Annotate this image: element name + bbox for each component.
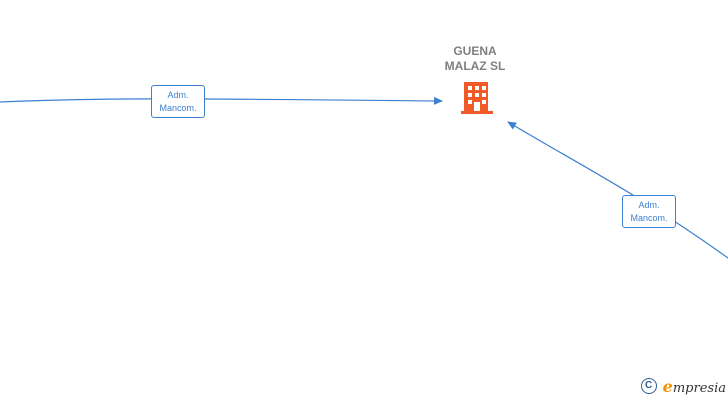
relation-label-line-2: Mancom. xyxy=(630,213,668,223)
relation-label-line-2: Mancom. xyxy=(159,103,197,113)
company-name-line-2: MALAZ SL xyxy=(444,59,506,73)
relation-label-line-1: Adm. xyxy=(167,90,189,100)
relation-arrow-right[interactable] xyxy=(507,121,728,259)
company-name[interactable]: GUENA MALAZ SL xyxy=(415,44,535,74)
brand-logo: C empresia xyxy=(640,376,726,396)
relation-label-left[interactable]: Adm. Mancom. xyxy=(151,85,205,118)
relation-arrow-left[interactable] xyxy=(0,96,443,105)
brand-e-letter: e xyxy=(662,376,673,396)
brand-wordmark: empresia xyxy=(663,377,726,396)
relation-label-right[interactable]: Adm. Mancom. xyxy=(622,195,676,228)
brand-name-rest: mpresia xyxy=(672,380,726,396)
building-icon[interactable] xyxy=(461,82,493,114)
relation-label-line-1: Adm. xyxy=(638,200,660,210)
company-name-line-1: GUENA xyxy=(453,44,497,58)
copyright-icon: C xyxy=(640,378,657,394)
